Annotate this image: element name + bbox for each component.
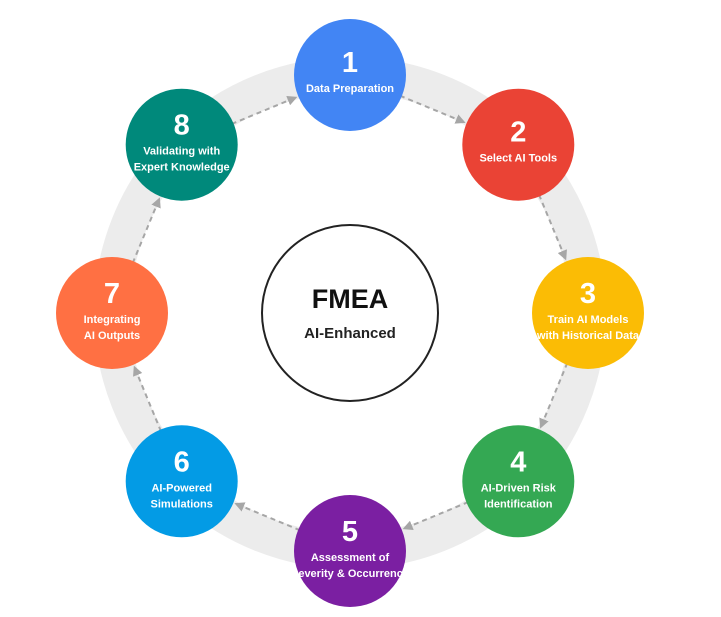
center-circle: [261, 224, 439, 402]
step-number: 2: [510, 117, 526, 149]
center-node: FMEA AI-Enhanced: [261, 224, 439, 402]
step-number: 1: [342, 47, 358, 79]
connector-arrow-7: [131, 197, 161, 264]
step-circle: [462, 88, 575, 201]
step-number: 3: [580, 278, 596, 310]
connector-arrow-3: [539, 362, 569, 429]
step-label: Train AI Models: [548, 314, 629, 326]
step-label: Assessment of: [311, 552, 390, 564]
connector-arrow-2: [538, 194, 567, 261]
step-label: AI-Driven Risk: [481, 482, 557, 494]
step-label: AI-Powered: [151, 482, 212, 494]
step-number: 8: [174, 110, 190, 142]
step-label: Expert Knowledge: [134, 162, 230, 174]
connector-arrow-4: [402, 501, 469, 530]
step-label: Severity & Occurrence: [291, 568, 409, 580]
center-subtitle: AI-Enhanced: [304, 325, 396, 342]
step-number: 6: [174, 446, 190, 478]
center-title: FMEA: [312, 284, 389, 314]
step-circle: [56, 257, 168, 369]
step-circle: [294, 19, 406, 131]
connector-arrow-6: [133, 365, 162, 432]
step-label: Integrating: [84, 314, 141, 326]
step-circle: [462, 425, 575, 538]
step-circle: [532, 257, 644, 369]
step-number: 7: [104, 278, 120, 310]
step-label: Identification: [484, 498, 553, 510]
step-label: with Historical Data: [536, 330, 640, 342]
step-number: 5: [342, 516, 358, 548]
step-circle: [294, 495, 406, 607]
step-label: Validating with: [143, 146, 220, 158]
step-label: AI Outputs: [84, 330, 140, 342]
connector-arrow-1: [399, 94, 466, 124]
connector-arrow-5: [234, 502, 301, 532]
step-circle: [125, 425, 238, 538]
step-number: 4: [510, 446, 526, 478]
cycle-connectors: [131, 94, 569, 532]
step-label: Data Preparation: [306, 83, 394, 95]
connector-arrow-8: [231, 96, 298, 125]
step-label: Simulations: [151, 498, 213, 510]
step-label: Select AI Tools: [479, 153, 557, 165]
step-circle: [125, 88, 238, 201]
